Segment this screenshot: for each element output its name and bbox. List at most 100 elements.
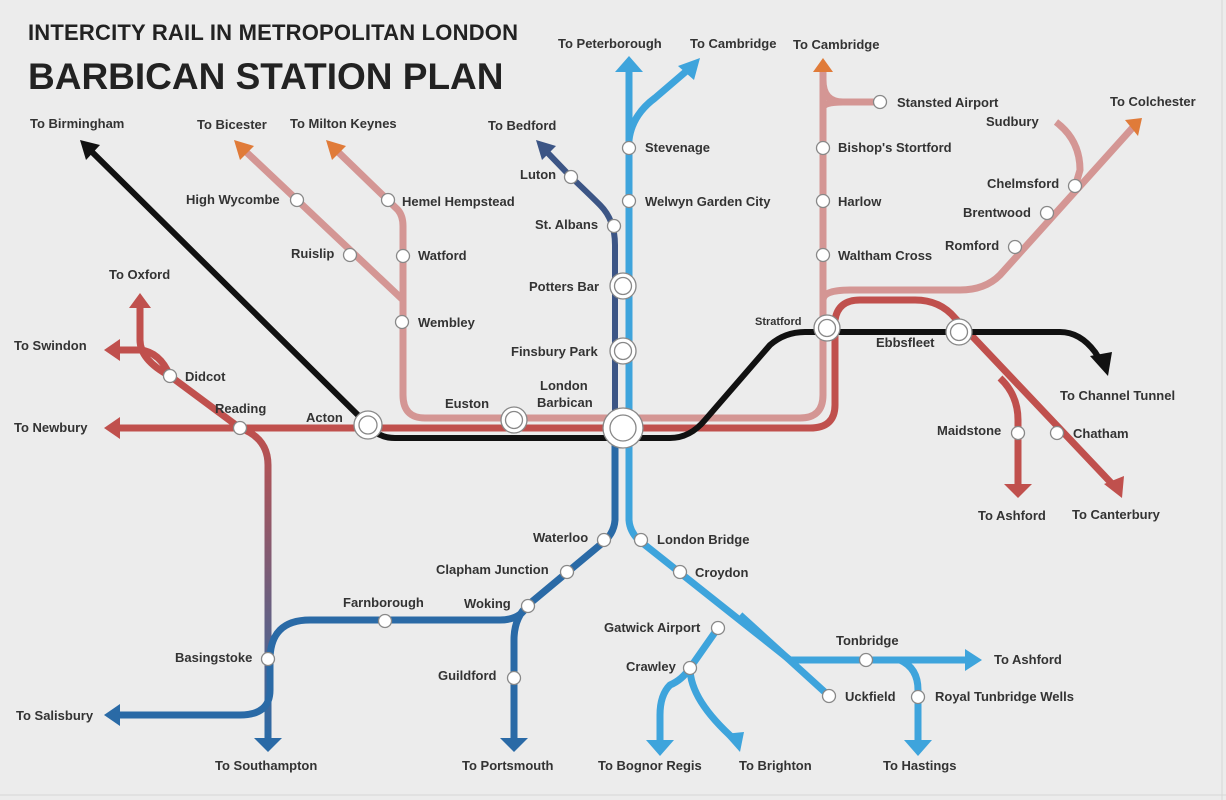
destination-labels: To Birmingham To Bicester To Milton Keyn… [14, 36, 1196, 773]
label-uckfield: Uckfield [845, 689, 896, 704]
station-wembley [394, 314, 410, 330]
label-to-oxford: To Oxford [109, 267, 170, 282]
label-to-canterbury: To Canterbury [1072, 507, 1161, 522]
station-didcot [162, 368, 178, 384]
label-to-salisbury: To Salisbury [16, 708, 94, 723]
arrow-ashford-blue [965, 649, 982, 671]
line-bedford [542, 147, 618, 418]
red-arrows [104, 293, 1124, 498]
label-woking: Woking [464, 596, 511, 611]
arrow-peterborough [615, 56, 643, 72]
label-harlow: Harlow [838, 194, 882, 209]
label-to-colchester: To Colchester [1110, 94, 1196, 109]
label-euston: Euston [445, 396, 489, 411]
arrow-swindon [104, 339, 120, 361]
label-tonbridge: Tonbridge [836, 633, 899, 648]
label-to-bicester: To Bicester [197, 117, 267, 132]
line-cambridge-north [625, 65, 693, 141]
line-brighton [686, 667, 738, 743]
label-to-bedford: To Bedford [488, 118, 556, 133]
label-high-wycombe: High Wycombe [186, 192, 280, 207]
label-potters-bar: Potters Bar [529, 279, 599, 294]
label-to-ashford-red: To Ashford [978, 508, 1046, 523]
label-ruislip: Ruislip [291, 246, 334, 261]
line-maidstone [997, 375, 1022, 485]
line-milton-keynes [331, 145, 612, 422]
station-romford [1007, 239, 1023, 255]
label-waterloo: Waterloo [533, 530, 588, 545]
line-gatwick [656, 625, 721, 742]
pink-lines [239, 68, 1138, 422]
interchange-potters-bar [609, 272, 637, 300]
label-stansted: Stansted Airport [897, 95, 999, 110]
station-luton [563, 169, 579, 185]
station-chatham [1049, 425, 1065, 441]
station-waltham-cross [815, 247, 831, 263]
label-to-swindon: To Swindon [14, 338, 87, 353]
label-barbican: Barbican [537, 395, 593, 410]
label-to-cambridge-north: To Cambridge [690, 36, 776, 51]
arrow-oxford [129, 293, 151, 308]
arrow-birmingham [80, 140, 100, 160]
label-to-southampton: To Southampton [215, 758, 317, 773]
line-barbican-east-red [634, 296, 1118, 490]
line-sudbury [1053, 119, 1084, 188]
station-gatwick [710, 620, 726, 636]
label-chelmsford: Chelmsford [987, 176, 1059, 191]
label-luton: Luton [520, 167, 556, 182]
label-to-peterborough: To Peterborough [558, 36, 662, 51]
arrow-milton-keynes [326, 140, 346, 160]
station-hemel-hempstead [380, 192, 396, 208]
interchange-euston [500, 406, 528, 434]
label-to-channel-tunnel: To Channel Tunnel [1060, 388, 1175, 403]
line-reading-southampton [238, 424, 272, 740]
stations [162, 94, 1083, 705]
label-to-hastings: To Hastings [883, 758, 956, 773]
label-clapham-junction: Clapham Junction [436, 562, 549, 577]
station-bishops-stortford [815, 140, 831, 156]
station-croydon [672, 564, 688, 580]
black-lines [85, 145, 1103, 441]
station-stevenage [621, 140, 637, 156]
station-waterloo [596, 532, 612, 548]
arrow-southampton [254, 738, 282, 752]
line-stansted-curve [819, 79, 844, 106]
label-watford: Watford [418, 248, 467, 263]
label-chatham: Chatham [1073, 426, 1129, 441]
arrow-bognor [646, 740, 674, 756]
label-london-bridge: London Bridge [657, 532, 749, 547]
label-romford: Romford [945, 238, 999, 253]
label-stratford: Stratford [755, 316, 801, 328]
station-brentwood [1039, 205, 1055, 221]
station-london-bridge [633, 532, 649, 548]
label-maidstone: Maidstone [937, 423, 1001, 438]
arrow-cambridge-north [678, 58, 700, 80]
label-basingstoke: Basingstoke [175, 650, 252, 665]
label-hemel-hempstead: Hemel Hempstead [402, 194, 515, 209]
station-clapham-junction [559, 564, 575, 580]
label-acton: Acton [306, 410, 343, 425]
arrow-canterbury [1104, 476, 1124, 498]
label-london: London [540, 378, 588, 393]
label-reading: Reading [215, 401, 266, 416]
light-blue-arrows [615, 56, 982, 756]
label-wembley: Wembley [418, 315, 476, 330]
label-ebbsfleet: Ebbsfleet [876, 335, 935, 350]
station-guildford [506, 670, 522, 686]
arrow-bedford [536, 140, 556, 160]
line-waterloo [510, 440, 619, 740]
label-to-ashford-blue: To Ashford [994, 652, 1062, 667]
arrow-ashford-red [1004, 484, 1032, 498]
label-farnborough: Farnborough [343, 595, 424, 610]
station-stansted [872, 94, 888, 110]
interchange-ebbsfleet [945, 318, 973, 346]
station-reading [232, 420, 248, 436]
label-sudbury: Sudbury [986, 114, 1039, 129]
label-stevenage: Stevenage [645, 140, 710, 155]
label-gatwick: Gatwick Airport [604, 620, 701, 635]
arrow-channel-tunnel [1090, 352, 1112, 376]
label-to-birmingham: To Birmingham [30, 116, 124, 131]
interchange-finsbury-park [609, 337, 637, 365]
label-bishops-stortford: Bishop's Stortford [838, 140, 952, 155]
